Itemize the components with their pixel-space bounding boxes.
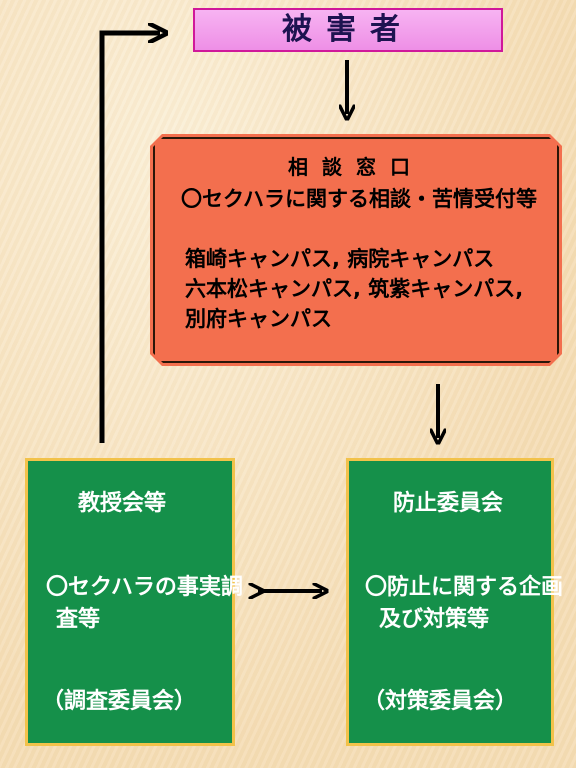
- campus-line-2: 六本松キャンパス, 筑紫キャンパス,: [185, 277, 524, 301]
- prevention-committee-box: 防止委員会 〇防止に関する企画 及び対策等 （対策委員会）: [346, 458, 563, 746]
- professors-title: 教授会等: [78, 491, 167, 516]
- return-to-victim-arrow: [99, 33, 160, 443]
- counseling-window-box: 相談窓口 〇セクハラに関する相談・苦情受付等 箱崎キャンパス, 病院キャンパス …: [150, 134, 562, 366]
- victim-box: 被害者: [193, 8, 503, 52]
- campus-line-3: 別府キャンパス: [185, 307, 332, 331]
- professors-body-line1: 〇セクハラの事実調: [46, 575, 243, 600]
- prevention-title: 防止委員会: [393, 491, 504, 516]
- professors-meeting-box: 教授会等 〇セクハラの事実調 査等 （調査委員会）: [25, 458, 243, 746]
- victim-label: 被害者: [282, 12, 414, 47]
- counseling-subtitle: 〇セクハラに関する相談・苦情受付等: [181, 187, 537, 211]
- countermeasures-committee-label: （対策委員会）: [363, 689, 518, 714]
- prevention-body-line1: 〇防止に関する企画: [365, 575, 564, 600]
- investigation-committee-label: （調査委員会）: [42, 689, 197, 714]
- counseling-title: 相談窓口: [288, 155, 424, 179]
- prevention-body-line2: 及び対策等: [379, 607, 490, 632]
- professors-body-line2: 査等: [56, 607, 101, 632]
- campus-line-1: 箱崎キャンパス, 病院キャンパス: [185, 247, 495, 271]
